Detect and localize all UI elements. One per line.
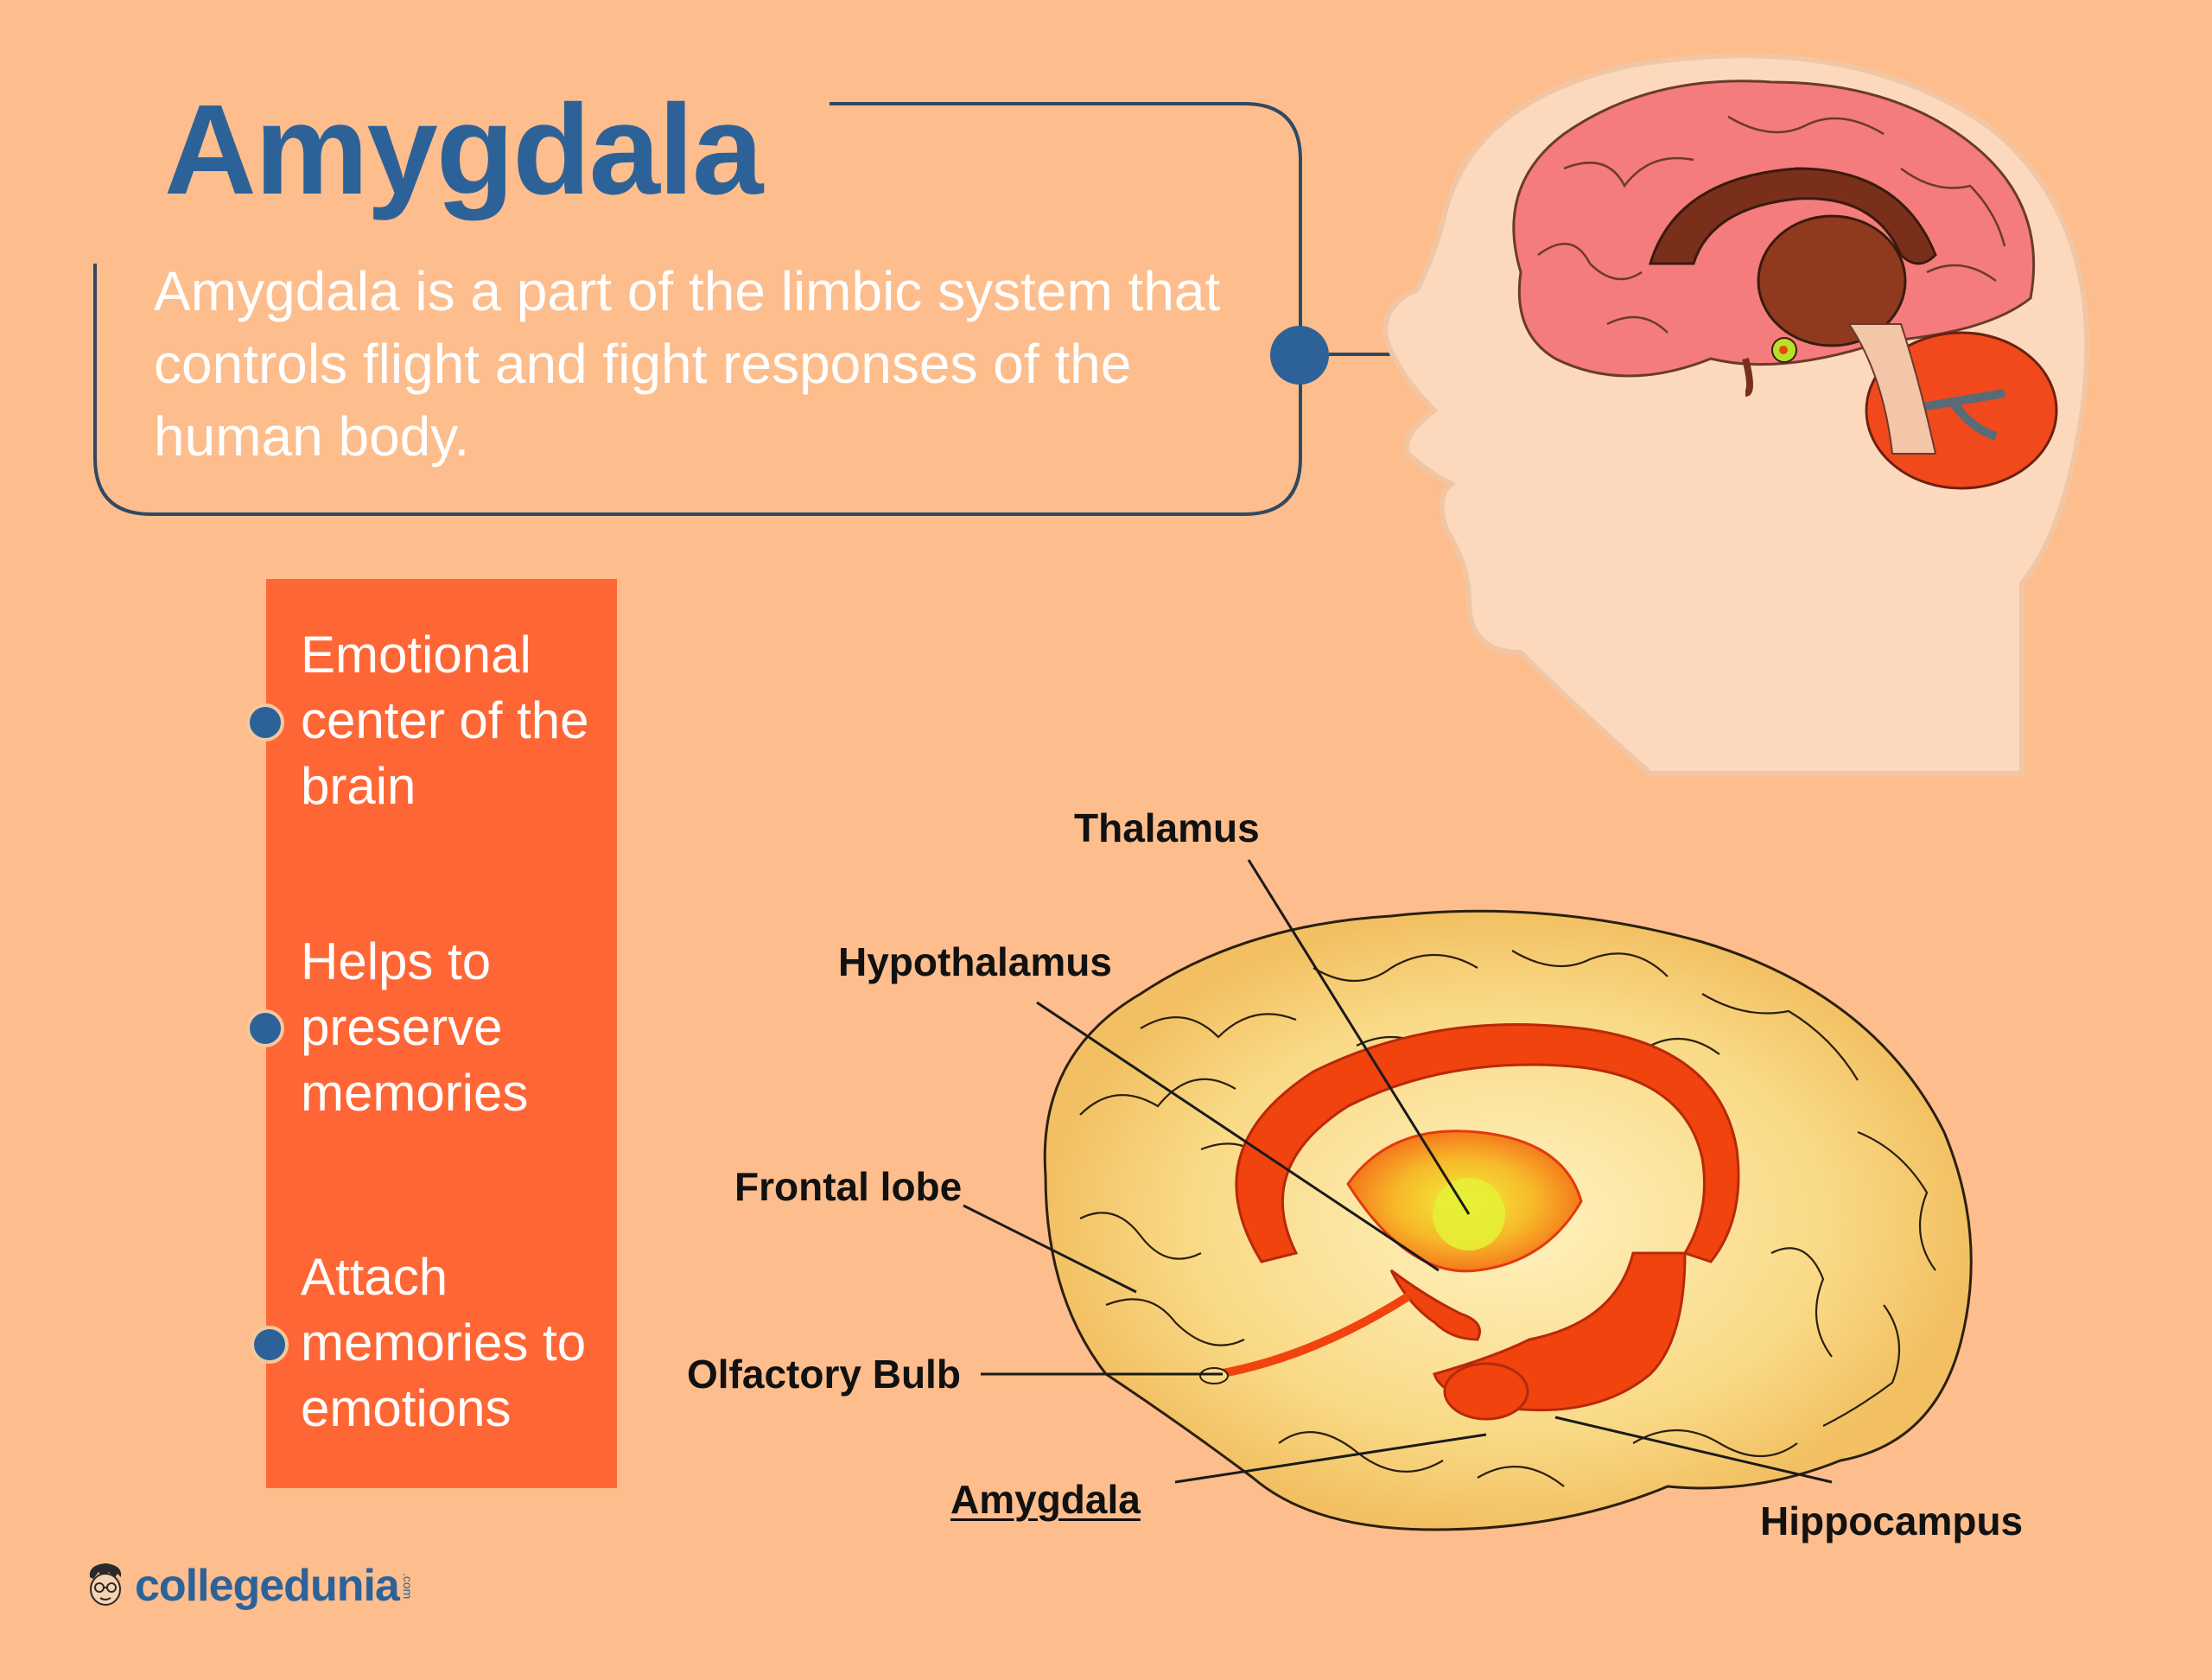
- label-olfactory-bulb: Olfactory Bulb: [687, 1352, 961, 1397]
- mascot-icon: [89, 1563, 122, 1606]
- brain-limbic-illustration: [1043, 909, 1973, 1531]
- connector-dot: [1270, 326, 1329, 385]
- brand-tld: .com: [400, 1572, 415, 1600]
- brand-name: collegedunia: [135, 1561, 400, 1611]
- brand-logo[interactable]: collegedunia .com: [85, 1560, 415, 1612]
- function-item-attach-memories: Attach memories to emotions: [301, 1248, 587, 1437]
- label-thalamus: Thalamus: [1074, 805, 1260, 850]
- functions-panel: Emotional center of the brain Helps to p…: [266, 579, 617, 1488]
- intro-description: Amygdala is a part of the limbic system …: [154, 260, 1221, 468]
- page-title: Amygdala: [164, 79, 763, 221]
- bullet-dot: [246, 703, 284, 741]
- function-item-emotional-center: Emotional center of the brain: [301, 626, 589, 815]
- bullet-dot: [246, 1009, 284, 1047]
- label-hippocampus: Hippocampus: [1760, 1499, 2024, 1543]
- function-item-preserve-memories: Helps to preserve memories: [301, 932, 529, 1122]
- bullet-dot: [251, 1326, 289, 1364]
- label-frontal-lobe: Frontal lobe: [734, 1164, 963, 1209]
- label-amygdala: Amygdala: [950, 1477, 1141, 1522]
- head-profile-illustration: [1382, 53, 2090, 776]
- label-hypothalamus: Hypothalamus: [838, 939, 1112, 984]
